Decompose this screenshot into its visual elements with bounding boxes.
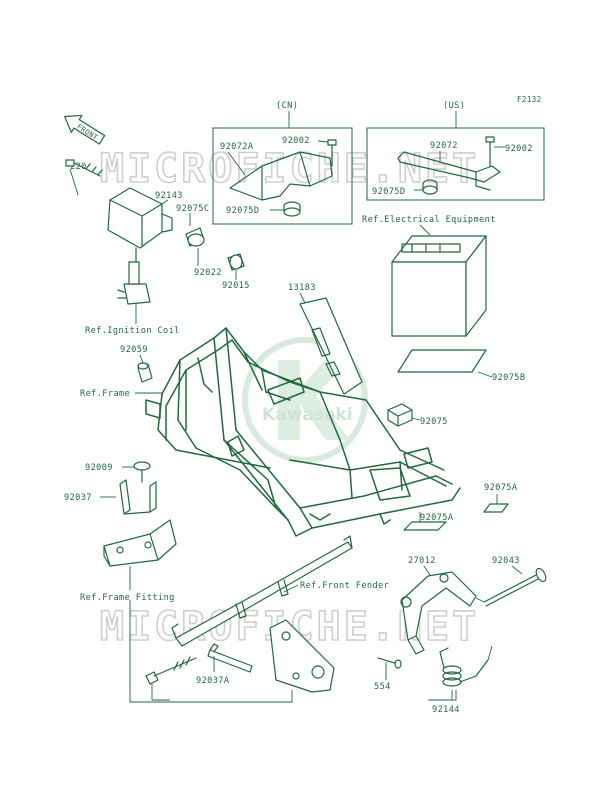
battery bbox=[391, 235, 487, 337]
group-us-box bbox=[366, 127, 545, 201]
bolt-long bbox=[145, 656, 197, 700]
leader-fitting-bracket bbox=[129, 600, 293, 703]
spark-cap bbox=[117, 261, 151, 324]
collar-92075C bbox=[185, 227, 205, 266]
mount-plate bbox=[269, 619, 335, 693]
group-cn-label: (CN) bbox=[276, 101, 298, 111]
pad-92075A-2 bbox=[403, 512, 447, 531]
ref-front-fender: Ref.Front Fender bbox=[300, 581, 389, 591]
part-92075C: 92075C bbox=[176, 204, 209, 214]
bolt-92002-cn bbox=[317, 139, 337, 167]
part-92059: 92059 bbox=[120, 345, 148, 355]
fender-stay bbox=[171, 535, 353, 647]
part-92075D-us: 92075D bbox=[372, 187, 405, 197]
diagram-code: F2132 bbox=[517, 95, 542, 104]
part-92002-us: 92002 bbox=[505, 144, 533, 154]
bracket-92072A bbox=[227, 151, 333, 201]
part-92075B: 92075B bbox=[492, 373, 525, 383]
grommet-92075D-cn bbox=[270, 201, 301, 217]
ref-electrical-leader bbox=[419, 224, 431, 236]
part-92015: 92015 bbox=[222, 281, 250, 291]
part-220: 220 bbox=[70, 162, 87, 172]
plate-13183 bbox=[299, 297, 363, 395]
grommet-92075D-us bbox=[414, 179, 438, 195]
part-13183: 13183 bbox=[288, 283, 316, 293]
part-92075A-1: 92075A bbox=[484, 483, 518, 493]
pad-92075A-1 bbox=[483, 494, 509, 513]
part-92037A: 92037A bbox=[196, 676, 230, 686]
ref-electrical: Ref.Electrical Equipment bbox=[362, 215, 496, 225]
kawasaki-logo-text: Kawasaki bbox=[262, 405, 353, 425]
watermark-top: MICROFICHE.NET bbox=[100, 146, 479, 192]
ref-frame: Ref.Frame bbox=[80, 389, 130, 399]
part-27012: 27012 bbox=[408, 556, 436, 566]
ignition-coil bbox=[107, 187, 191, 291]
bolt-92009 bbox=[133, 461, 151, 483]
lever-27012 bbox=[400, 571, 477, 655]
part-92075: 92075 bbox=[420, 417, 448, 427]
part-92075D-cn: 92075D bbox=[226, 206, 259, 216]
pin-92059 bbox=[137, 362, 153, 383]
part-92037: 92037 bbox=[64, 493, 92, 503]
part-554: 554 bbox=[374, 682, 391, 692]
part-92072A: 92072A bbox=[220, 142, 254, 152]
part-92009: 92009 bbox=[85, 463, 113, 473]
bracket-92072 bbox=[397, 151, 501, 191]
pad-92075B bbox=[397, 349, 493, 378]
pin-554 bbox=[377, 657, 402, 680]
part-92144: 92144 bbox=[432, 705, 460, 715]
front-arrow-icon: FRONT bbox=[64, 114, 106, 145]
part-92075A-2: 92075A bbox=[420, 513, 454, 523]
part-92143: 92143 bbox=[155, 191, 183, 201]
spring-92144 bbox=[428, 645, 493, 701]
washer-92015 bbox=[227, 253, 245, 280]
bolt-92002-us bbox=[485, 136, 505, 167]
collar-92037A bbox=[207, 643, 253, 673]
part-92072: 92072 bbox=[430, 141, 458, 151]
shaft-92043 bbox=[475, 567, 547, 607]
group-cn-box bbox=[212, 127, 353, 225]
group-us-label: (US) bbox=[443, 101, 465, 111]
leader-92043 bbox=[511, 565, 523, 575]
part-92022: 92022 bbox=[194, 268, 222, 278]
bracket-frame-fitting bbox=[103, 519, 177, 590]
ref-frame-fitting: Ref.Frame Fitting bbox=[80, 593, 175, 603]
frame bbox=[145, 327, 461, 537]
bolt-220 bbox=[65, 159, 103, 196]
cushion-92075 bbox=[387, 403, 421, 427]
part-92043: 92043 bbox=[492, 556, 520, 566]
clamp-92037 bbox=[119, 479, 157, 515]
ref-front-fender-leader bbox=[283, 584, 299, 593]
part-92002-cn: 92002 bbox=[282, 136, 310, 146]
ref-ignition: Ref.Ignition Coil bbox=[85, 326, 180, 336]
